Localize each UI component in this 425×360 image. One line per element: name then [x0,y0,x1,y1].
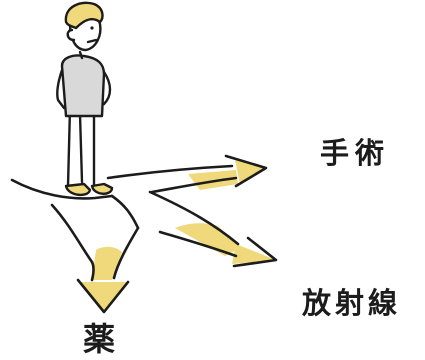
arrow-surgery-icon [106,154,268,194]
label-medicine: 薬 [83,320,116,358]
person-icon [56,1,114,197]
label-radiation: 放射線 [302,286,402,320]
arrow-medicine-icon [76,226,140,314]
label-surgery: 手術 [320,136,391,170]
road-outline [10,178,140,264]
arrow-radiation-icon [148,190,278,268]
